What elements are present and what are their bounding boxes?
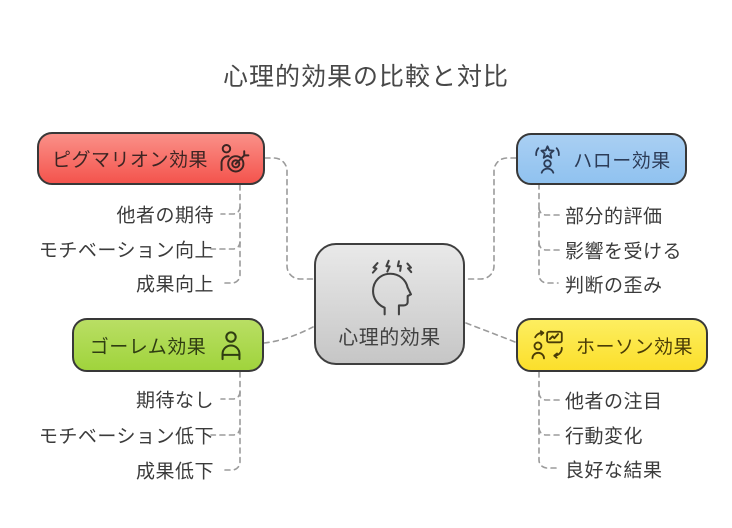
list-item: 良好な結果 [565, 460, 663, 482]
connector-golem-to-center [263, 326, 314, 344]
person-star-icon [532, 144, 563, 175]
node-center: 心理的効果 [314, 243, 465, 365]
list-item: 行動変化 [565, 426, 644, 448]
node-pygmalion-label: ピグマリオン効果 [51, 150, 208, 171]
node-golem-label: ゴーレム効果 [89, 336, 207, 358]
connector-hawthorne-stub-1 [538, 392, 561, 401]
list-item: 他者の期待 [116, 205, 214, 227]
node-halo-label: ハロー効果 [573, 150, 671, 172]
list-item: 他者の注目 [565, 391, 663, 413]
list-item: モチベーション低下 [38, 426, 214, 448]
list-item: 判断の歪み [565, 275, 663, 297]
node-hawthorne: ホーソン効果 [516, 318, 708, 372]
connector-halo-stub-2 [538, 242, 561, 251]
node-halo: ハロー効果 [516, 133, 687, 185]
list-item: 成果向上 [135, 274, 214, 296]
center-label: 心理的効果 [338, 326, 441, 349]
list-item: モチベーション向上 [38, 240, 214, 262]
connector-hawthorne-trunk [538, 371, 559, 469]
list-item: 影響を受ける [565, 241, 683, 263]
connector-pygmalion-stub-2 [210, 241, 241, 250]
person-monitor-icon [531, 329, 566, 362]
connector-pygmalion-stub-1 [220, 206, 241, 215]
connector-pygmalion-to-center [264, 157, 314, 280]
node-golem: ゴーレム効果 [72, 318, 264, 372]
person-target-icon [218, 142, 250, 175]
node-pygmalion: ピグマリオン効果 [37, 132, 265, 185]
person-icon [216, 329, 246, 361]
connector-golem-stub-1 [220, 391, 241, 400]
connector-halo-trunk [538, 183, 559, 284]
connector-center-to-hawthorne [465, 322, 516, 343]
connector-pygmalion-trunk [221, 184, 241, 284]
list-item: 成果低下 [135, 461, 214, 483]
connector-golem-trunk [221, 371, 241, 471]
list-item: 部分的評価 [565, 206, 663, 228]
diagram-title: 心理的効果の比較と対比 [222, 63, 509, 91]
connector-halo-stub-1 [538, 207, 561, 216]
list-item: 期待なし [135, 390, 214, 412]
connector-halo-to-center [465, 157, 517, 280]
connector-hawthorne-stub-2 [538, 427, 561, 436]
connector-golem-stub-2 [210, 427, 241, 436]
node-hawthorne-label: ホーソン効果 [575, 336, 693, 358]
stressed-head-icon [357, 259, 423, 318]
